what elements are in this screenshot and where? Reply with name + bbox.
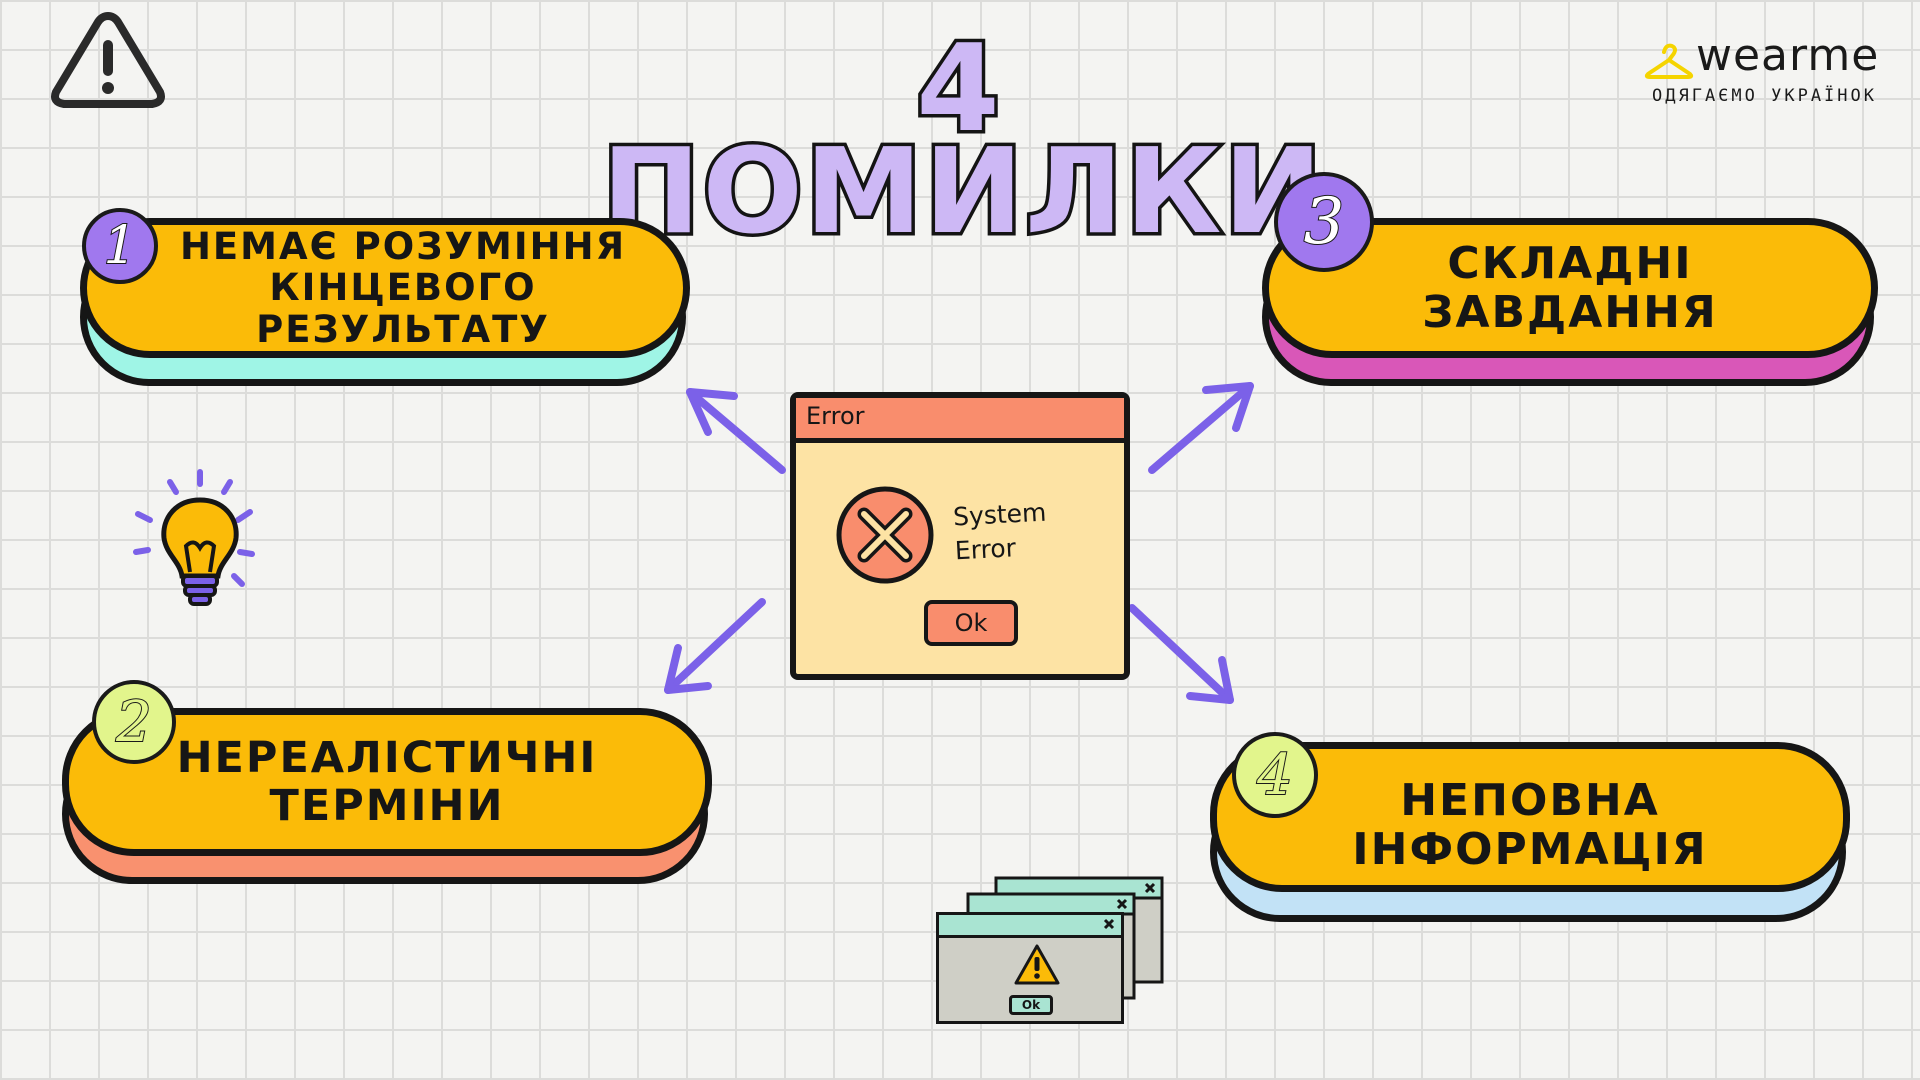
brand-name: wearme (1696, 30, 1880, 81)
arrow-icon (686, 388, 786, 474)
mistake-line2: ТЕРМІНИ (269, 781, 505, 831)
error-dialog-message: System Error (952, 497, 1048, 566)
badge-1: 1 (82, 208, 158, 284)
warning-triangle-icon (51, 12, 165, 108)
mistake-line1: НЕРЕАЛІСТИЧНІ (176, 732, 598, 783)
mistake-card-1: НЕМАЄ РОЗУМІННЯ КІНЦЕВОГО РЕЗУЛЬТАТУ 1 (80, 208, 690, 388)
mistake-line2: ІНФОРМАЦІЯ (1352, 824, 1708, 875)
lightbulb-icon (133, 469, 255, 606)
mistake-card-body: НЕПОВНА ІНФОРМАЦІЯ (1210, 742, 1850, 892)
alert-window-titlebar (939, 915, 1121, 938)
error-dialog-titlebar: Error (796, 398, 1124, 443)
mistake-line1: НЕМАЄ РОЗУМІННЯ (179, 224, 627, 268)
arrow-icon (1128, 604, 1234, 704)
badge-2: 2 (92, 680, 176, 764)
hanger-icon (1644, 43, 1694, 79)
warning-icon (1014, 944, 1060, 985)
brand-tagline: ОДЯГАЄМО УКРАЇНОК (1652, 86, 1877, 106)
mistake-card-4: НЕПОВНА ІНФОРМАЦІЯ 4 (1210, 732, 1850, 924)
close-icon[interactable] (1103, 918, 1115, 930)
stacked-alert-windows: Ok (930, 876, 1170, 1026)
badge-3: 3 (1274, 172, 1374, 272)
error-dialog: Error System Error Ok (790, 392, 1130, 680)
mistake-card-2: НЕРЕАЛІСТИЧНІ ТЕРМІНИ 2 (62, 680, 712, 888)
error-dialog-title: Error (806, 402, 865, 430)
alert-window-front: Ok (936, 912, 1124, 1024)
mistake-card-3: СКЛАДНІ ЗАВДАННЯ 3 (1262, 172, 1878, 388)
mistake-line1: СКЛАДНІ (1447, 237, 1693, 289)
arrow-icon (664, 598, 766, 694)
alert-ok-button[interactable]: Ok (1009, 995, 1053, 1015)
mistake-line2: ЗАВДАННЯ (1422, 287, 1718, 338)
brand-logo: wearme ОДЯГАЄМО УКРАЇНОК (1640, 30, 1900, 110)
mistake-line2: КІНЦЕВОГО РЕЗУЛЬТАТУ (256, 266, 550, 351)
title-number: 4 (913, 17, 1004, 163)
error-ok-button[interactable]: Ok (924, 600, 1018, 646)
page-title: ПОМИЛКИ (598, 119, 1325, 264)
mistake-line1: НЕПОВНА (1400, 774, 1660, 826)
arrow-icon (1148, 382, 1254, 474)
error-x-icon (836, 486, 934, 584)
mistake-card-body: НЕМАЄ РОЗУМІННЯ КІНЦЕВОГО РЕЗУЛЬТАТУ (80, 218, 690, 358)
badge-4: 4 (1232, 732, 1318, 818)
